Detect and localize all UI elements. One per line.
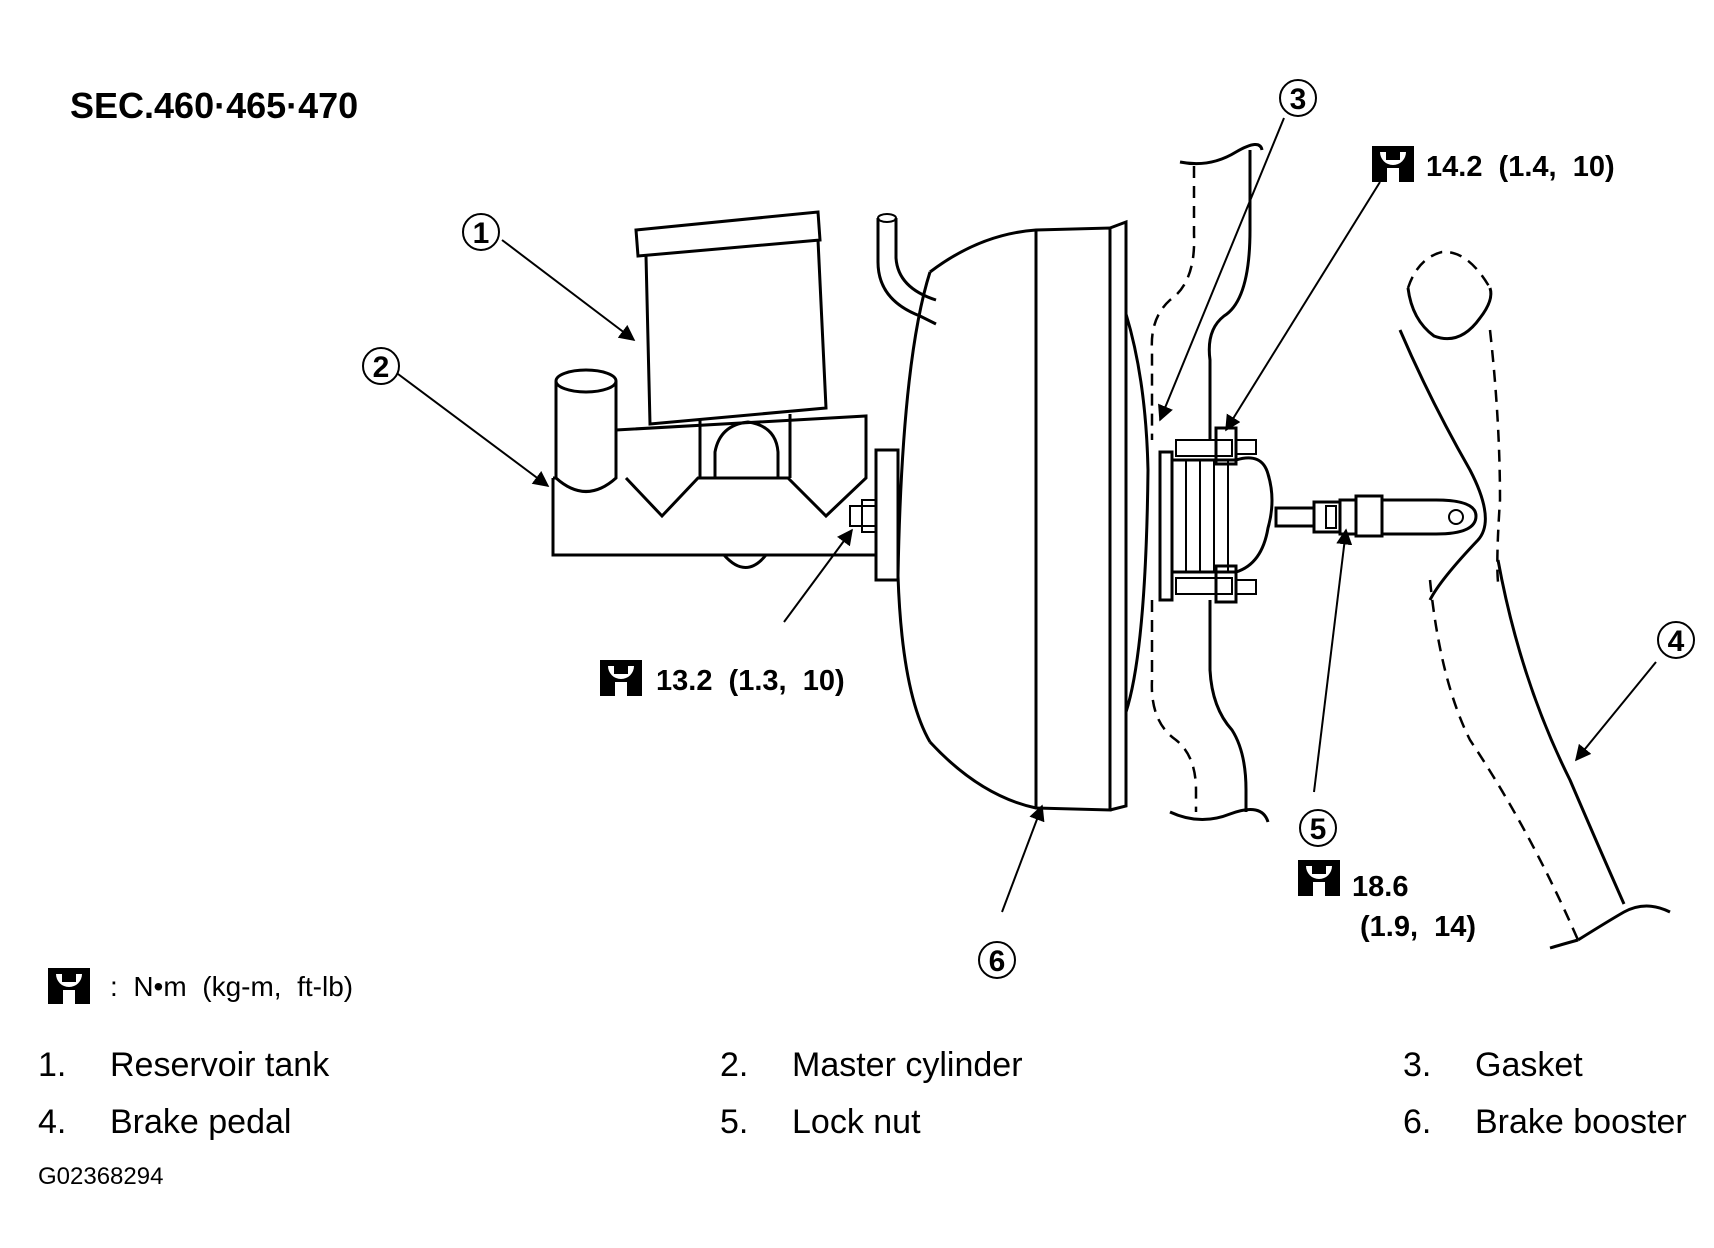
legend-num-3: 3.	[1403, 1046, 1431, 1084]
callout-2: 2	[362, 347, 400, 385]
callout-4: 4	[1657, 621, 1695, 659]
torque-wrench-icon	[1372, 146, 1414, 182]
torque-value-lock-nut: 18.6	[1352, 871, 1408, 903]
legend-name-3: Gasket	[1475, 1046, 1583, 1084]
torque-spec-master-cylinder: 13.2 (1.3, 10)	[600, 660, 845, 697]
torque-spec-lock-nut: 18.6 (1.9, 14)	[1298, 860, 1476, 943]
brake-booster	[876, 213, 1150, 812]
torque-unit-text: : N•m (kg-m, ft-lb)	[110, 971, 353, 1002]
callout-1: 1	[462, 213, 500, 251]
callout-3-label: 3	[1290, 83, 1307, 116]
legend-num-4: 4.	[38, 1103, 66, 1141]
parts-legend: 1. Reservoir tank 2. Master cylinder 3. …	[38, 1046, 1687, 1141]
reservoir-tank	[634, 210, 828, 426]
callout-6-label: 6	[989, 945, 1006, 978]
brake-pedal	[1398, 250, 1671, 950]
torque-spec-booster: 14.2 (1.4, 10)	[1372, 146, 1615, 183]
legend-name-6: Brake booster	[1475, 1103, 1687, 1141]
dash-panel	[1150, 143, 1270, 823]
torque-value-master-cylinder: 13.2 (1.3, 10)	[656, 665, 845, 697]
torque-wrench-icon	[48, 968, 90, 1004]
legend-num-6: 6.	[1403, 1103, 1431, 1141]
callout-2-label: 2	[373, 351, 390, 384]
legend-name-5: Lock nut	[792, 1103, 921, 1141]
torque-unit-legend: : N•m (kg-m, ft-lb)	[48, 968, 353, 1004]
torque-wrench-icon	[600, 660, 642, 696]
legend-num-5: 5.	[720, 1103, 748, 1141]
torque-value-lock-nut-imperial: (1.9, 14)	[1360, 911, 1476, 943]
torque-wrench-icon	[1298, 860, 1340, 896]
push-rod-assembly	[1274, 494, 1478, 538]
legend-num-1: 1.	[38, 1046, 66, 1084]
callout-4-label: 4	[1668, 625, 1685, 658]
callout-5-label: 5	[1310, 813, 1327, 846]
legend-name-2: Master cylinder	[792, 1046, 1023, 1084]
gasket-and-studs	[1158, 426, 1274, 604]
figure-id: G02368294	[38, 1163, 163, 1190]
legend-num-2: 2.	[720, 1046, 748, 1084]
callout-3: 3	[1279, 79, 1317, 117]
section-code: SEC.460·465·470	[70, 85, 358, 126]
callout-1-label: 1	[473, 217, 490, 250]
legend-name-1: Reservoir tank	[110, 1046, 330, 1084]
master-cylinder	[551, 368, 900, 582]
legend-name-4: Brake pedal	[110, 1103, 291, 1141]
callout-6: 6	[978, 941, 1016, 979]
callout-5: 5	[1299, 809, 1337, 847]
torque-value-booster: 14.2 (1.4, 10)	[1426, 151, 1615, 183]
leader-lines	[397, 117, 1657, 913]
